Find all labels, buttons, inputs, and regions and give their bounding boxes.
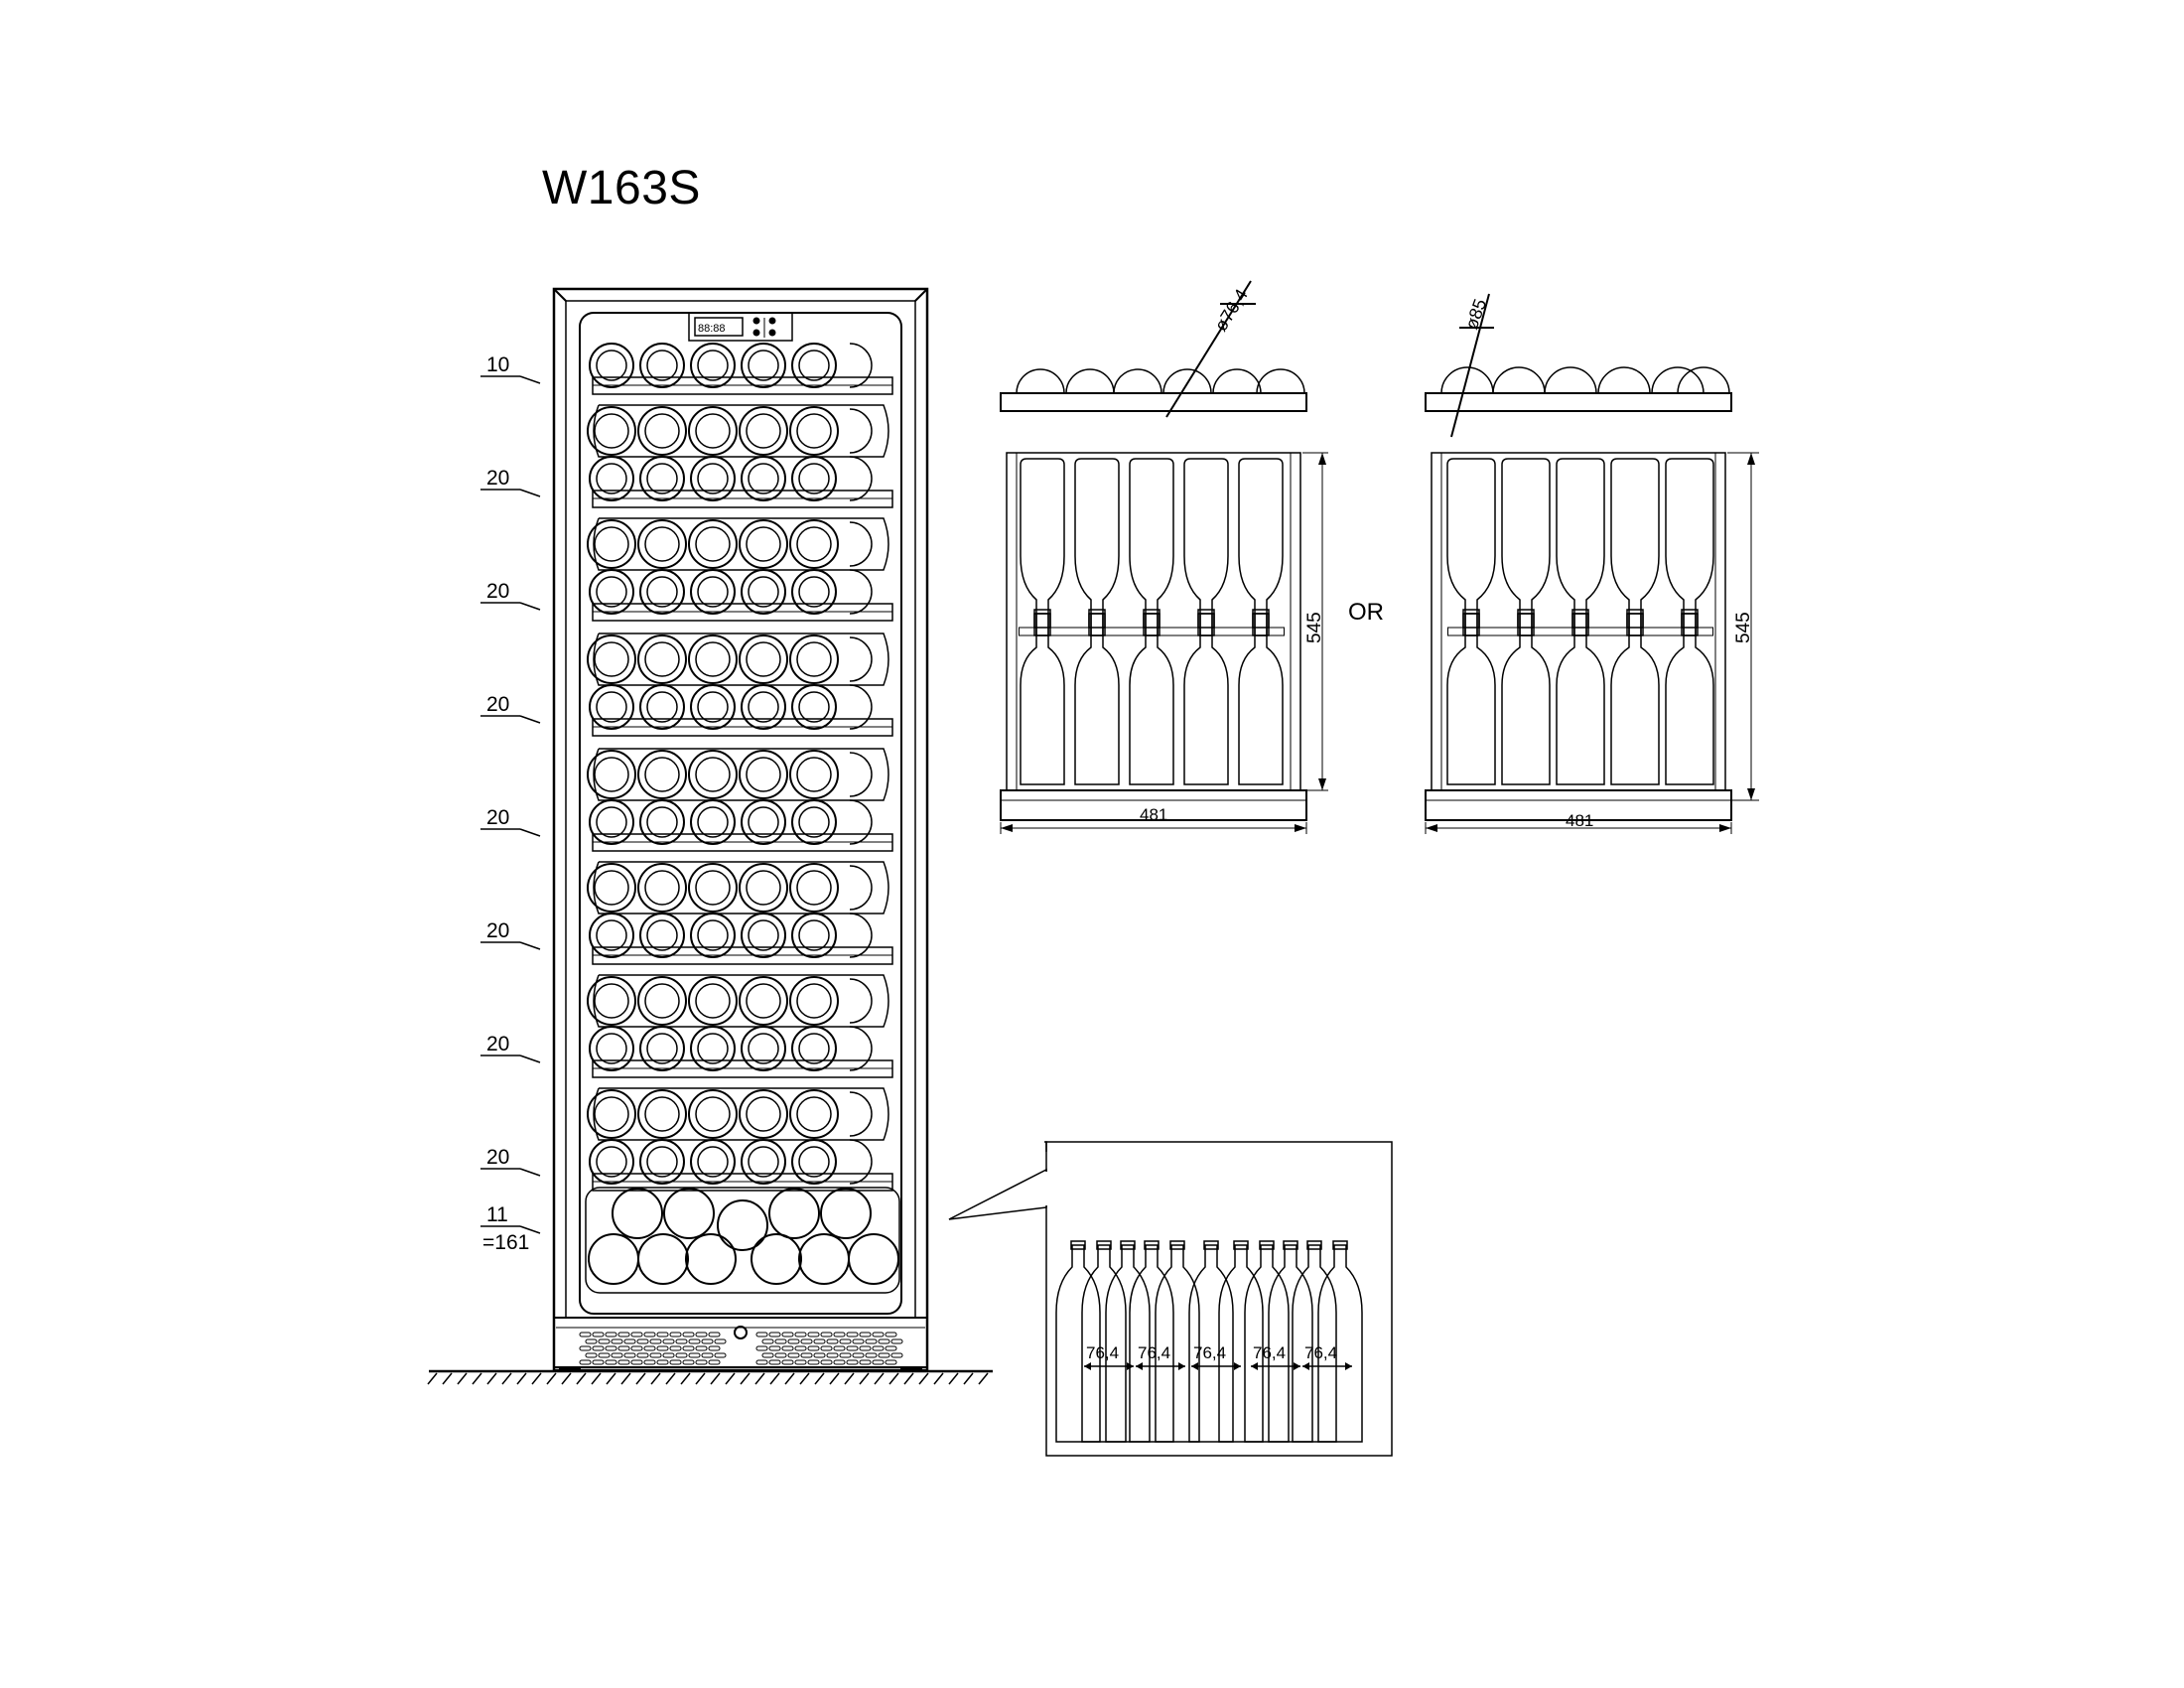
bottle-top-view xyxy=(1256,368,1305,394)
shelf-width-label: 481 xyxy=(1140,805,1167,824)
bottle-base xyxy=(588,1233,639,1285)
shelf-5 xyxy=(587,748,893,852)
bottle-lower xyxy=(1446,613,1496,785)
bottle-top-view xyxy=(1651,366,1705,394)
bottle-lower xyxy=(1610,613,1660,785)
bottle-side xyxy=(1244,1244,1290,1443)
bottle-base xyxy=(848,1233,899,1285)
bottle-lower xyxy=(1074,613,1120,785)
bottle-base xyxy=(663,1188,715,1239)
bottle-top-view xyxy=(1492,366,1546,394)
spacing-label: 76,4 xyxy=(1138,1343,1170,1362)
bottle-side xyxy=(1129,1244,1174,1443)
wine-cabinet-front-view: 88:88 xyxy=(552,287,929,1372)
bottle-side xyxy=(1317,1244,1363,1443)
shelf-8 xyxy=(587,1087,893,1192)
bottle-side xyxy=(1081,1244,1127,1443)
shelf-depth-label: 545 xyxy=(1304,612,1325,643)
shelf-capacity-label: 10 xyxy=(486,353,509,376)
bottle-upper xyxy=(1446,458,1496,636)
shelf-7 xyxy=(587,974,893,1078)
bottle-upper xyxy=(1074,458,1120,636)
bottle-top-view xyxy=(1162,368,1212,394)
shelf-depth-label: 545 xyxy=(1733,612,1754,643)
bottle-base xyxy=(768,1188,820,1239)
bottle-upper xyxy=(1238,458,1284,636)
shelf-1 xyxy=(589,343,893,395)
shelf-width-label: 481 xyxy=(1566,811,1593,830)
bottle-base xyxy=(751,1233,802,1285)
bottom-shelf-detail: 76,4 76,4 76,4 76,4 76,4 xyxy=(948,1141,1393,1457)
shelf-2 xyxy=(587,404,893,508)
bottle-base xyxy=(612,1188,663,1239)
bottle-upper xyxy=(1556,458,1605,636)
bottle-upper xyxy=(1501,458,1551,636)
bottle-diameter-label: ø85 xyxy=(1461,296,1490,332)
bottle-upper xyxy=(1129,458,1174,636)
bottle-side xyxy=(1105,1244,1151,1443)
bottle-side xyxy=(1268,1244,1313,1443)
bottle-lower xyxy=(1020,613,1065,785)
bottle-side xyxy=(1188,1244,1234,1443)
bottle-upper xyxy=(1183,458,1229,636)
shelf-capacity-label: 20 xyxy=(486,919,509,942)
bottle-top-view xyxy=(1440,366,1494,394)
bottle-upper xyxy=(1610,458,1660,636)
bottle-base xyxy=(798,1233,850,1285)
bottle-top-view xyxy=(1065,368,1115,394)
bottle-top-view xyxy=(1544,366,1597,394)
bottle-lower xyxy=(1556,613,1605,785)
model-title: W163S xyxy=(542,162,701,214)
svg-text:88:88: 88:88 xyxy=(698,323,726,335)
bottle-lower xyxy=(1501,613,1551,785)
total-capacity-label: =161 xyxy=(482,1231,529,1254)
shelf-capacity-label: 11 xyxy=(486,1203,508,1226)
bottle-upper xyxy=(1020,458,1065,636)
bottle-lower xyxy=(1665,613,1714,785)
bottle-side xyxy=(1218,1244,1264,1443)
shelf-capacity-label: 20 xyxy=(486,580,509,603)
bottle-lower xyxy=(1129,613,1174,785)
ground-line xyxy=(427,1369,993,1385)
bottle-lower xyxy=(1183,613,1229,785)
spacing-label: 76,4 xyxy=(1304,1343,1337,1362)
bottle-top-view xyxy=(1212,368,1262,394)
shelf-capacity-label: 20 xyxy=(486,806,509,829)
bottle-base xyxy=(717,1199,768,1251)
shelf-capacity-label: 20 xyxy=(486,693,509,716)
bottle-top-view xyxy=(1677,366,1730,394)
shelf-view-standard: ø76,4 481 545 xyxy=(1000,280,1328,834)
bottle-lower xyxy=(1238,613,1284,785)
bottle-base xyxy=(820,1188,872,1239)
bottle-top-view xyxy=(1113,368,1162,394)
shelf-view-large-bottles: ø85 481 545 xyxy=(1425,293,1759,834)
or-label: OR xyxy=(1348,599,1384,626)
bottle-diameter-label: ø76,4 xyxy=(1210,285,1251,335)
shelf-capacity-label: 20 xyxy=(486,1146,509,1169)
shelf-3 xyxy=(587,517,893,622)
bottle-side xyxy=(1155,1244,1200,1443)
shelf-capacity-labels: 10 20 20 20 20 20 20 20 11 =161 xyxy=(480,353,541,1254)
shelf-capacity-label: 20 xyxy=(486,1033,509,1055)
bottle-base xyxy=(685,1233,737,1285)
shelf-4 xyxy=(587,633,893,737)
spacing-label: 76,4 xyxy=(1086,1343,1119,1362)
bottle-top-view xyxy=(1597,366,1651,394)
bottle-side xyxy=(1292,1244,1337,1443)
shelf-6 xyxy=(587,861,893,965)
bottle-top-view xyxy=(1016,368,1065,394)
bottle-upper xyxy=(1665,458,1714,636)
bottle-base xyxy=(637,1233,689,1285)
bottle-side xyxy=(1055,1244,1101,1443)
spacing-label: 76,4 xyxy=(1253,1343,1286,1362)
spacing-label: 76,4 xyxy=(1193,1343,1226,1362)
shelf-capacity-label: 20 xyxy=(486,467,509,490)
